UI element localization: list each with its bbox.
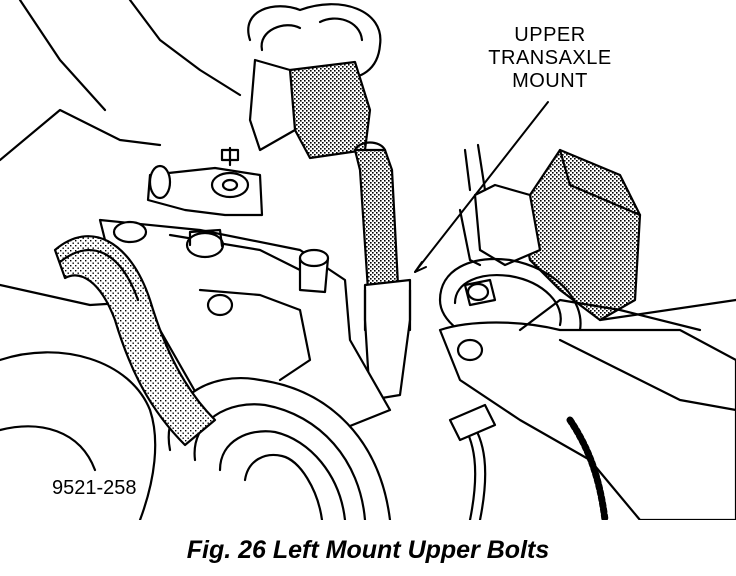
mount-stud xyxy=(353,148,400,292)
frame-rail xyxy=(128,0,242,97)
callout-leader xyxy=(414,101,549,273)
radiator-hose xyxy=(53,235,217,447)
callout-line-2: TRANSAXLE xyxy=(488,47,612,69)
callout-line-1: UPPER xyxy=(514,24,586,46)
body-panel-line-upper xyxy=(0,108,162,162)
part-number-label: 9521-258 xyxy=(52,477,137,499)
wheel-well xyxy=(0,351,157,520)
mount-bracket-upper xyxy=(288,60,372,160)
frame-rail-2 xyxy=(18,0,107,112)
callout-label-upper-transaxle-mount: UPPER TRANSAXLE MOUNT xyxy=(470,24,630,93)
transaxle-case xyxy=(438,321,736,520)
engine-mount-illustration xyxy=(0,0,736,520)
shift-cable-right xyxy=(566,416,609,520)
upper-harness xyxy=(247,3,382,80)
figure-caption: Fig. 26 Left Mount Upper Bolts xyxy=(186,536,550,564)
callout-line-3: MOUNT xyxy=(512,70,588,92)
